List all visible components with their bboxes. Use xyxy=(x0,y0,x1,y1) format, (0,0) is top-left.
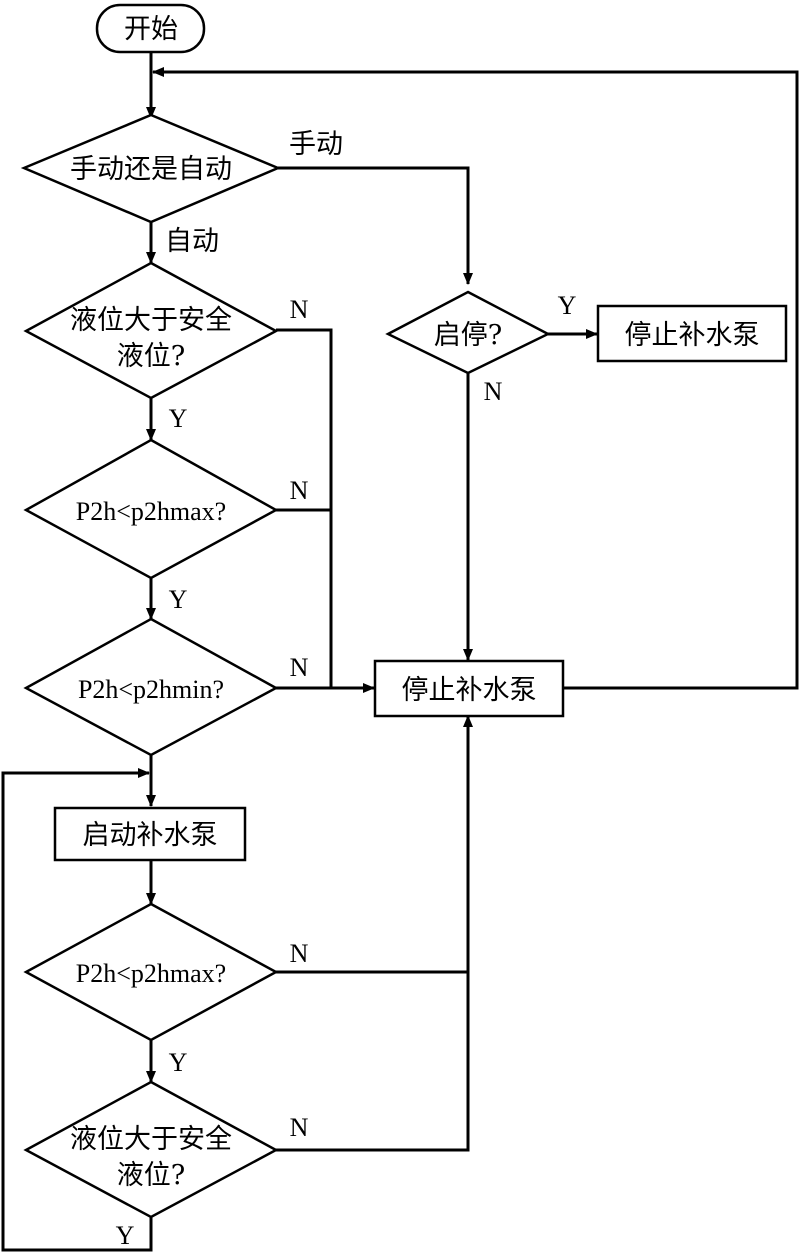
decision-level-1-line2: 液位? xyxy=(117,341,185,372)
start-pump-text: 启动补水泵 xyxy=(83,820,218,851)
auto-branch-label: 自动 xyxy=(165,226,219,257)
p2hmax1-yes-label: Y xyxy=(169,585,188,614)
decision-startstop-text: 启停? xyxy=(434,320,502,351)
decision-p2h-max-2 xyxy=(23,902,279,1042)
level2-no-label: N xyxy=(290,1113,309,1142)
decision-mode-text: 手动还是自动 xyxy=(70,154,232,185)
decision-startstop xyxy=(385,290,551,375)
level1-no-label: N xyxy=(290,295,309,324)
p2hmax2-yes-label: Y xyxy=(169,1048,188,1077)
level2-yes-label: Y xyxy=(116,1221,135,1250)
arrow-loop-to-top xyxy=(152,67,799,690)
decision-p2h-min xyxy=(23,617,279,757)
stop-pump-top-text: 停止补水泵 xyxy=(625,320,760,351)
decision-p2h-max-1-text: P2h<p2hmax? xyxy=(76,497,226,526)
startstop-no-label: N xyxy=(484,377,503,406)
stop-pump-main-box xyxy=(373,659,565,718)
p2hmin-no-label: N xyxy=(290,653,309,682)
decision-mode xyxy=(20,113,282,224)
startstop-yes-label: Y xyxy=(558,291,577,320)
stop-pump-top-box xyxy=(596,304,788,363)
manual-branch-label: 手动 xyxy=(289,129,343,160)
start-label: 开始 xyxy=(124,14,178,45)
arrow-level2-yes-loop xyxy=(1,768,153,1252)
arrow-manual-to-startstop xyxy=(278,166,473,285)
start-terminal xyxy=(95,3,206,54)
decision-p2h-min-text: P2h<p2hmin? xyxy=(78,675,224,704)
decision-level-2-line1: 液位大于安全 xyxy=(70,1124,232,1155)
decision-p2h-max-1 xyxy=(23,438,279,580)
level1-yes-label: Y xyxy=(169,404,188,433)
p2hmax2-no-label: N xyxy=(290,939,309,968)
decision-level-2 xyxy=(23,1080,279,1219)
line-level2-no xyxy=(276,1020,470,1152)
start-pump-box xyxy=(53,806,247,862)
decision-level-1-line1: 液位大于安全 xyxy=(70,305,232,336)
stop-pump-main-text: 停止补水泵 xyxy=(402,675,537,706)
decision-p2h-max-2-text: P2h<p2hmax? xyxy=(76,959,226,988)
decision-level-1 xyxy=(23,261,279,400)
p2hmax1-no-label: N xyxy=(290,476,309,505)
decision-level-2-line2: 液位? xyxy=(117,1160,185,1191)
line-level1-no xyxy=(276,328,333,688)
